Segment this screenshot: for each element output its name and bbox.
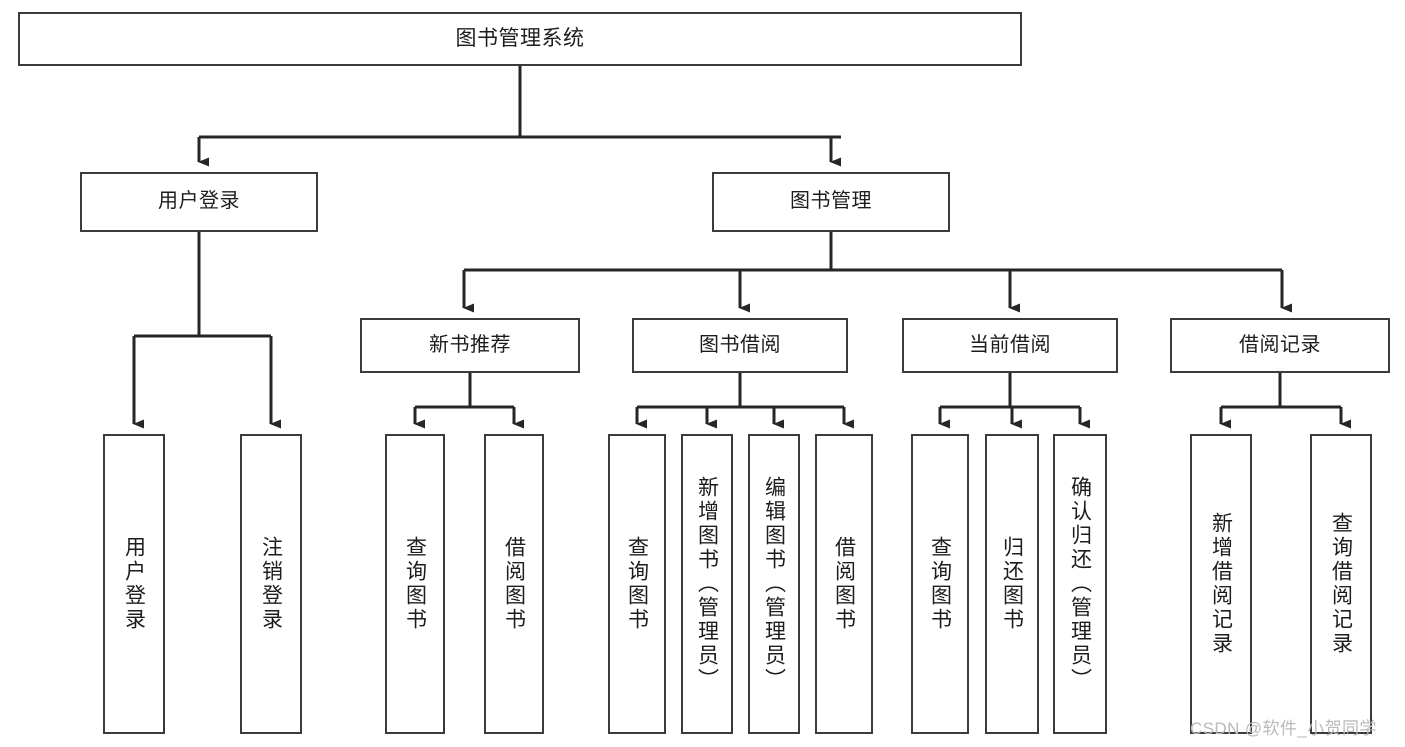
node-label: 查询图书	[928, 536, 952, 632]
node-label: 查询图书	[625, 536, 649, 632]
node-leaf-return-book[interactable]: 归还图书	[985, 434, 1039, 734]
node-label: 借阅图书	[832, 536, 856, 632]
node-borrow-record[interactable]: 借阅记录	[1170, 318, 1390, 373]
node-leaf-add-borrow-record[interactable]: 新增借阅记录	[1190, 434, 1252, 734]
node-label: 用户登录	[158, 190, 240, 213]
node-label: 新书推荐	[429, 333, 511, 356]
node-label: 确认归还（管理员）	[1068, 476, 1092, 692]
node-leaf-user-login[interactable]: 用户登录	[103, 434, 165, 734]
node-label: 注销登录	[259, 536, 283, 632]
node-leaf-query-book-borrow[interactable]: 查询图书	[608, 434, 666, 734]
node-label: 图书借阅	[699, 333, 781, 356]
node-leaf-add-book-admin[interactable]: 新增图书（管理员）	[681, 434, 733, 734]
node-leaf-query-book-current[interactable]: 查询图书	[911, 434, 969, 734]
csdn-watermark: CSDN @软件_小贺同学	[1190, 719, 1377, 738]
node-label: 图书管理	[790, 190, 872, 213]
node-label: 借阅记录	[1239, 333, 1321, 356]
node-user-login[interactable]: 用户登录	[80, 172, 318, 232]
node-label: 图书管理系统	[455, 26, 585, 50]
node-label: 查询图书	[403, 536, 427, 632]
node-label: 新增借阅记录	[1209, 512, 1233, 656]
node-label: 查询借阅记录	[1329, 512, 1353, 656]
node-label: 当前借阅	[969, 333, 1051, 356]
node-leaf-borrow-book-new[interactable]: 借阅图书	[484, 434, 544, 734]
node-label: 编辑图书（管理员）	[762, 476, 786, 692]
node-book-borrow[interactable]: 图书借阅	[632, 318, 848, 373]
node-label: 新增图书（管理员）	[695, 476, 719, 692]
node-current-borrow[interactable]: 当前借阅	[902, 318, 1118, 373]
node-new-book-recommend[interactable]: 新书推荐	[360, 318, 580, 373]
node-root-system[interactable]: 图书管理系统	[18, 12, 1022, 66]
node-leaf-confirm-return-admin[interactable]: 确认归还（管理员）	[1053, 434, 1107, 734]
node-leaf-lend-book[interactable]: 借阅图书	[815, 434, 873, 734]
node-label: 借阅图书	[502, 536, 526, 632]
node-book-management[interactable]: 图书管理	[712, 172, 950, 232]
node-leaf-logout[interactable]: 注销登录	[240, 434, 302, 734]
node-label: 用户登录	[122, 536, 146, 632]
node-leaf-edit-book-admin[interactable]: 编辑图书（管理员）	[748, 434, 800, 734]
node-leaf-query-book-new[interactable]: 查询图书	[385, 434, 445, 734]
node-label: 归还图书	[1000, 536, 1024, 632]
node-leaf-query-borrow-record[interactable]: 查询借阅记录	[1310, 434, 1372, 734]
